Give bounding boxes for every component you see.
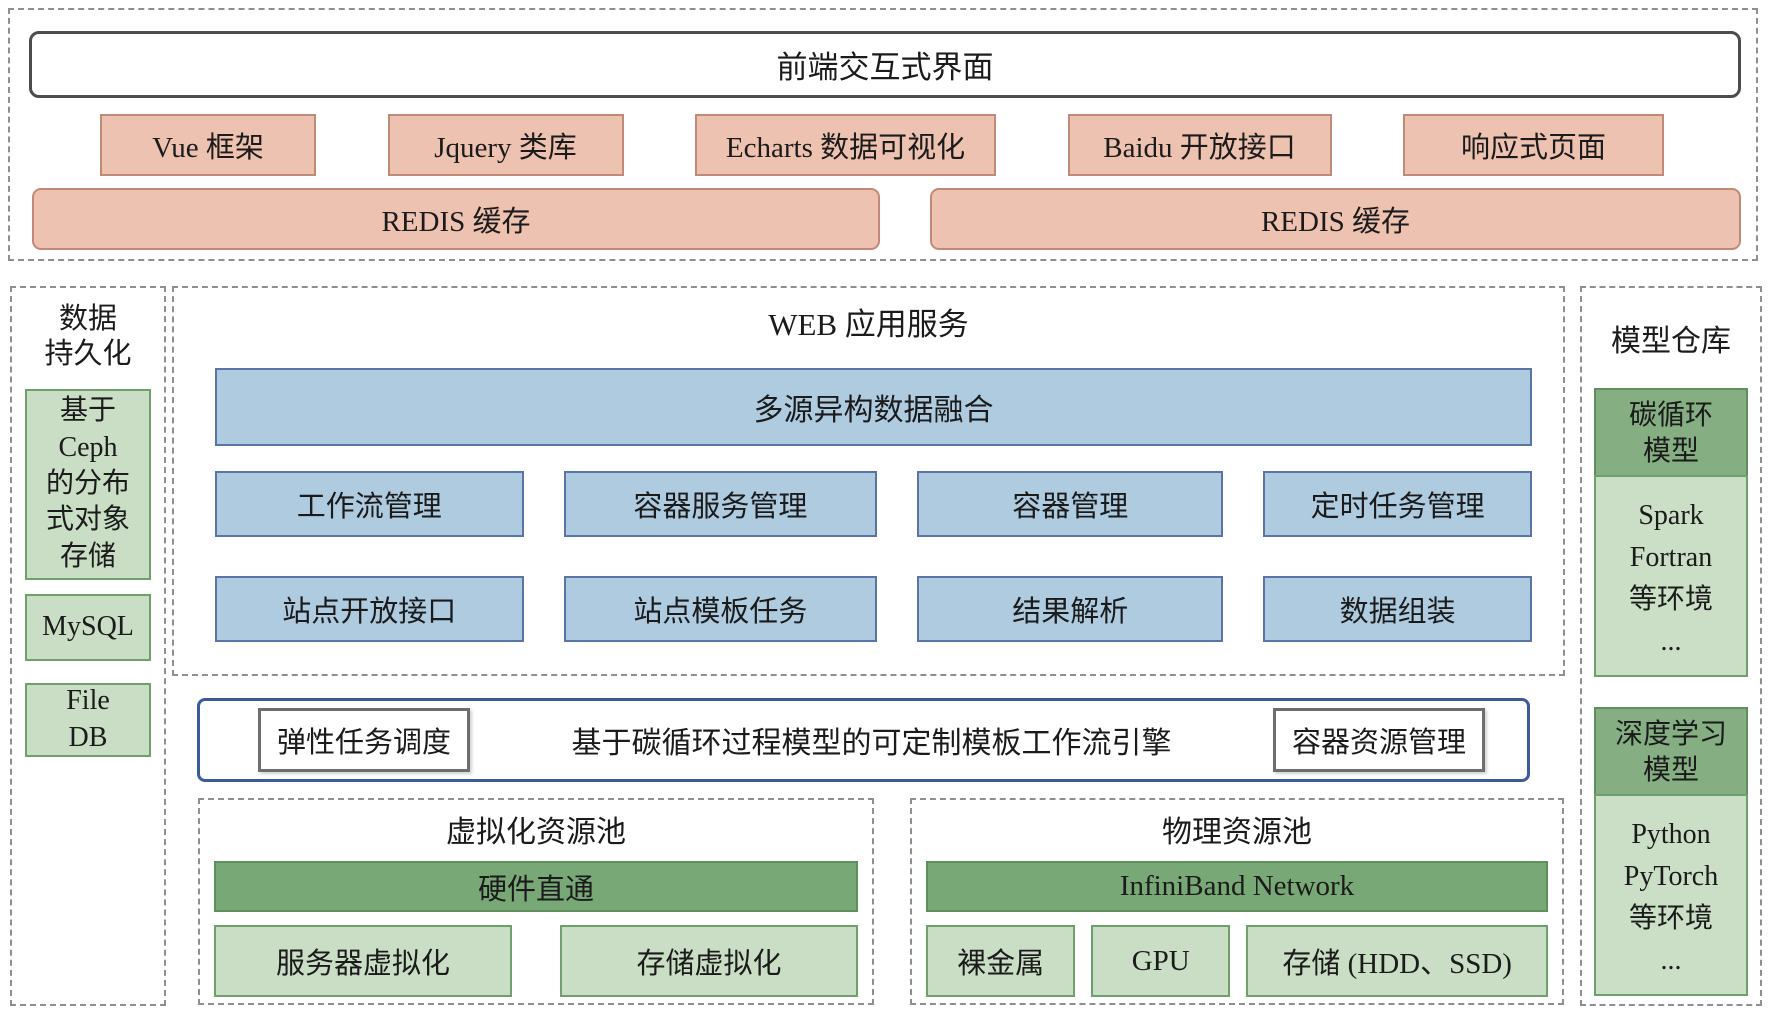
tech-box-responsive: 响应式页面 xyxy=(1403,114,1664,176)
ceph-storage-box: 基于 Ceph 的分布 式对象 存储 xyxy=(25,388,151,580)
scheduled-task-mgmt-box: 定时任务管理 xyxy=(1263,471,1532,537)
main-area: 数据 持久化 基于 Ceph 的分布 式对象 存储 MySQL File DB … xyxy=(0,286,1772,1008)
result-parsing-box: 结果解析 xyxy=(917,576,1224,642)
data-fusion-bar: 多源异构数据融合 xyxy=(215,368,1532,446)
container-resource-mgmt-badge: 容器资源管理 xyxy=(1272,708,1485,772)
frontend-title-box: 前端交互式界面 xyxy=(29,31,1741,98)
deep-learning-model-group: 深度学习 模型 Python PyTorch 等环境 ... xyxy=(1594,707,1748,997)
frontend-layer-container: 前端交互式界面 Vue 框架 Jquery 类库 Echarts 数据可视化 B… xyxy=(8,8,1758,261)
workflow-engine-title: 基于碳循环过程模型的可定制模板工作流引擎 xyxy=(571,727,1172,760)
physical-resource-pool: 物理资源池 InfiniBand Network 裸金属 GPU 存储 (HDD… xyxy=(910,798,1564,1005)
mysql-box: MySQL xyxy=(25,593,151,661)
workflow-mgmt-box: 工作流管理 xyxy=(215,471,524,537)
frontend-tech-row: Vue 框架 Jquery 类库 Echarts 数据可视化 Baidu 开放接… xyxy=(10,114,1756,176)
virtual-pool-title: 虚拟化资源池 xyxy=(446,816,626,849)
server-virtualization-box: 服务器虚拟化 xyxy=(214,925,512,997)
frontend-title: 前端交互式界面 xyxy=(776,50,994,85)
storage-virtualization-box: 存储虚拟化 xyxy=(560,925,858,997)
virtual-resource-pool: 虚拟化资源池 硬件直通 服务器虚拟化 存储虚拟化 xyxy=(198,798,874,1005)
carbon-cycle-model-envs: Spark Fortran 等环境 ... xyxy=(1594,475,1748,678)
deep-learning-model-header: 深度学习 模型 xyxy=(1594,707,1748,795)
tech-box-baidu: Baidu 开放接口 xyxy=(1067,114,1332,176)
model-repository-title: 模型仓库 xyxy=(1611,325,1731,358)
filedb-box: File DB xyxy=(25,682,151,757)
elastic-task-scheduling-badge: 弹性任务调度 xyxy=(258,708,471,772)
web-service-container: WEB 应用服务 多源异构数据融合 工作流管理 容器服务管理 容器管理 定时任务… xyxy=(172,286,1565,676)
physical-pool-items: 裸金属 GPU 存储 (HDD、SSD) xyxy=(926,925,1548,997)
carbon-cycle-model-group: 碳循环 模型 Spark Fortran 等环境 ... xyxy=(1594,388,1748,678)
web-service-row-2: 站点开放接口 站点模板任务 结果解析 数据组装 xyxy=(215,576,1532,642)
workflow-engine-container: 弹性任务调度 基于碳循环过程模型的可定制模板工作流引擎 容器资源管理 xyxy=(197,698,1530,782)
redis-cache-left: REDIS 缓存 xyxy=(32,188,880,250)
redis-cache-right: REDIS 缓存 xyxy=(930,188,1741,250)
resource-pools-row: 虚拟化资源池 硬件直通 服务器虚拟化 存储虚拟化 物理资源池 InfiniBan… xyxy=(172,798,1565,1005)
model-repository-container: 模型仓库 碳循环 模型 Spark Fortran 等环境 ... 深度学习 模… xyxy=(1580,286,1762,1006)
site-template-task-box: 站点模板任务 xyxy=(563,576,878,642)
tech-box-jquery: Jquery 类库 xyxy=(387,114,624,176)
hardware-passthrough-bar: 硬件直通 xyxy=(214,861,858,912)
virtual-pool-items: 服务器虚拟化 存储虚拟化 xyxy=(214,925,858,997)
tech-box-vue: Vue 框架 xyxy=(100,114,316,176)
tech-box-echarts: Echarts 数据可视化 xyxy=(695,114,996,176)
infiniband-network-bar: InfiniBand Network xyxy=(926,861,1548,912)
carbon-cycle-model-header: 碳循环 模型 xyxy=(1594,388,1748,476)
data-assembly-box: 数据组装 xyxy=(1263,576,1532,642)
web-service-row-1: 工作流管理 容器服务管理 容器管理 定时任务管理 xyxy=(215,471,1532,537)
physical-pool-title: 物理资源池 xyxy=(1162,816,1312,849)
web-service-title: WEB 应用服务 xyxy=(768,307,969,342)
data-persistence-container: 数据 持久化 基于 Ceph 的分布 式对象 存储 MySQL File DB xyxy=(10,286,166,1006)
storage-hdd-ssd-box: 存储 (HDD、SSD) xyxy=(1246,925,1548,997)
center-column: WEB 应用服务 多源异构数据融合 工作流管理 容器服务管理 容器管理 定时任务… xyxy=(172,286,1565,1005)
data-persistence-title: 数据 持久化 xyxy=(44,303,132,370)
site-open-api-box: 站点开放接口 xyxy=(215,576,524,642)
gpu-box: GPU xyxy=(1091,925,1231,997)
bare-metal-box: 裸金属 xyxy=(926,925,1076,997)
container-mgmt-box: 容器管理 xyxy=(917,471,1224,537)
container-service-mgmt-box: 容器服务管理 xyxy=(563,471,878,537)
deep-learning-model-envs: Python PyTorch 等环境 ... xyxy=(1594,794,1748,997)
redis-row: REDIS 缓存 REDIS 缓存 xyxy=(32,188,1741,250)
